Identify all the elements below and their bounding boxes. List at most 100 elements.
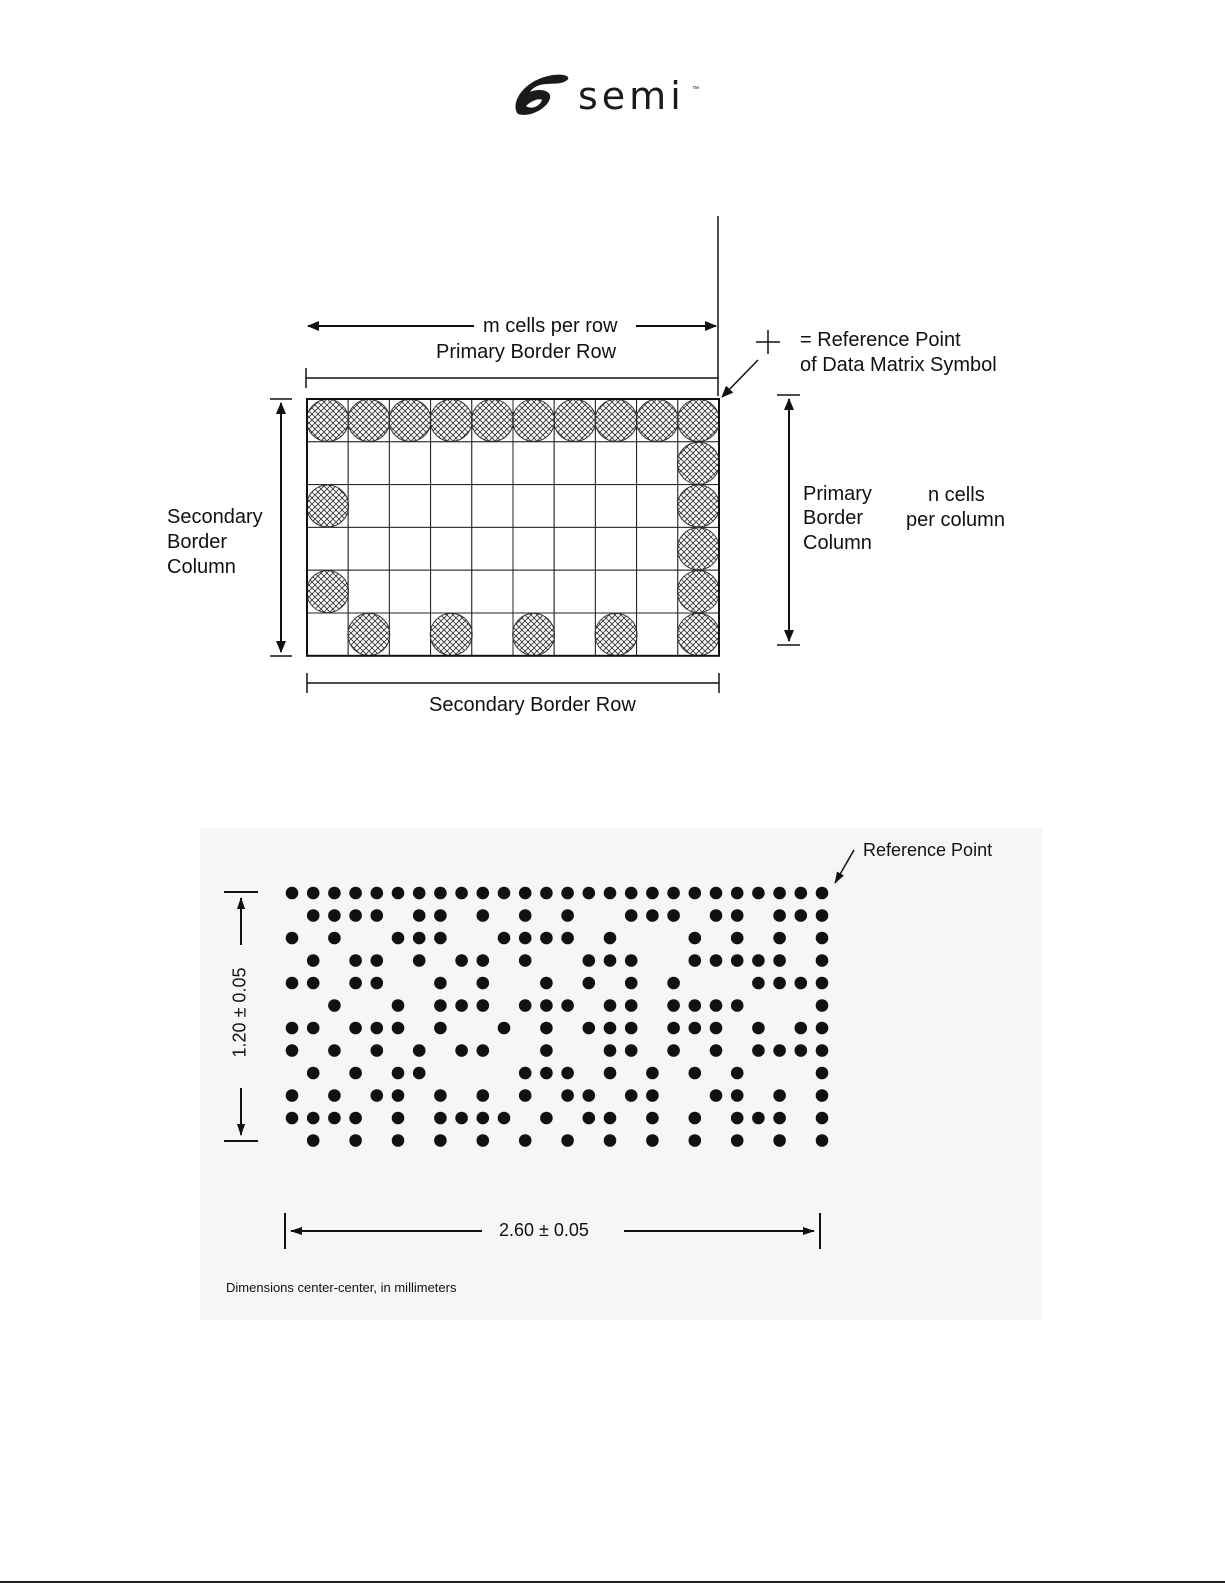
matrix-cell bbox=[595, 485, 636, 528]
peen-dot bbox=[328, 909, 341, 922]
peen-dot bbox=[477, 954, 490, 967]
matrix-cell bbox=[595, 570, 636, 613]
peen-dot bbox=[286, 932, 299, 945]
peen-dot bbox=[519, 887, 532, 900]
peen-dot bbox=[795, 887, 808, 900]
figure1-diagram bbox=[0, 0, 1225, 760]
matrix-cell bbox=[513, 485, 554, 528]
border-module-dot bbox=[389, 399, 431, 441]
peen-dot bbox=[561, 999, 574, 1012]
peen-dot bbox=[752, 977, 765, 990]
peen-dot bbox=[455, 999, 468, 1012]
peen-dot bbox=[816, 977, 829, 990]
peen-dot bbox=[307, 1022, 320, 1035]
peen-dot bbox=[583, 887, 596, 900]
peen-dot bbox=[710, 999, 723, 1012]
peen-dot bbox=[540, 977, 553, 990]
secondary-border-row-label: Secondary Border Row bbox=[429, 693, 636, 718]
primary-border-column-label-2: Border bbox=[803, 506, 863, 531]
dot-matrix bbox=[286, 887, 829, 1147]
peen-dot bbox=[413, 909, 426, 922]
peen-dot bbox=[710, 1044, 723, 1057]
peen-dot bbox=[371, 1022, 384, 1035]
peen-dot bbox=[349, 1067, 362, 1080]
peen-dot bbox=[689, 1067, 702, 1080]
peen-dot bbox=[625, 977, 638, 990]
matrix-cell bbox=[513, 527, 554, 570]
peen-dot bbox=[583, 1112, 596, 1125]
peen-dot bbox=[349, 909, 362, 922]
border-module-dot bbox=[554, 399, 596, 441]
peen-dot bbox=[667, 909, 680, 922]
peen-dot bbox=[816, 1134, 829, 1147]
peen-dot bbox=[773, 1112, 786, 1125]
peen-dot bbox=[816, 999, 829, 1012]
peen-dot bbox=[646, 1067, 659, 1080]
peen-dot bbox=[710, 887, 723, 900]
peen-dot bbox=[667, 1044, 680, 1057]
peen-dot bbox=[286, 1089, 299, 1102]
peen-dot bbox=[561, 909, 574, 922]
peen-dot bbox=[477, 999, 490, 1012]
peen-dot bbox=[646, 909, 659, 922]
peen-dot bbox=[689, 887, 702, 900]
matrix-cell bbox=[637, 570, 678, 613]
peen-dot bbox=[434, 1089, 447, 1102]
peen-dot bbox=[540, 999, 553, 1012]
peen-dot bbox=[307, 1134, 320, 1147]
peen-dot bbox=[477, 1044, 490, 1057]
peen-dot bbox=[710, 954, 723, 967]
peen-dot bbox=[667, 999, 680, 1012]
peen-dot bbox=[434, 1022, 447, 1035]
peen-dot bbox=[773, 1134, 786, 1147]
peen-dot bbox=[328, 932, 341, 945]
peen-dot bbox=[752, 954, 765, 967]
peen-dot bbox=[646, 1112, 659, 1125]
matrix-cell bbox=[554, 570, 595, 613]
peen-dot bbox=[371, 954, 384, 967]
peen-dot bbox=[604, 932, 617, 945]
border-module-dot bbox=[677, 485, 719, 527]
peen-dot bbox=[625, 887, 638, 900]
matrix-cell bbox=[389, 442, 430, 485]
matrix-cell bbox=[431, 442, 472, 485]
peen-dot bbox=[731, 887, 744, 900]
border-module-dot bbox=[471, 399, 513, 441]
peen-dot bbox=[625, 954, 638, 967]
matrix-cell bbox=[554, 527, 595, 570]
peen-dot bbox=[816, 954, 829, 967]
peen-dot bbox=[667, 977, 680, 990]
matrix-cell bbox=[637, 613, 678, 656]
peen-dot bbox=[413, 887, 426, 900]
peen-dot bbox=[540, 887, 553, 900]
border-module-dot bbox=[513, 399, 555, 441]
secondary-border-column-label-3: Column bbox=[167, 555, 236, 580]
peen-dot bbox=[434, 1112, 447, 1125]
peen-dot bbox=[604, 1067, 617, 1080]
secondary-border-column-label-2: Border bbox=[167, 530, 227, 555]
width-dimension-label: 2.60 ± 0.05 bbox=[499, 1218, 589, 1243]
peen-dot bbox=[498, 1022, 511, 1035]
border-module-dot bbox=[513, 613, 555, 655]
border-module-dot bbox=[307, 571, 349, 613]
peen-dot bbox=[349, 1022, 362, 1035]
peen-dot bbox=[731, 1089, 744, 1102]
peen-dot bbox=[307, 1112, 320, 1125]
matrix-cell bbox=[513, 570, 554, 613]
primary-border-column-label-3: Column bbox=[803, 531, 872, 556]
m-cells-label: m cells per row bbox=[483, 314, 617, 339]
peen-dot bbox=[328, 999, 341, 1012]
peen-dot bbox=[413, 1044, 426, 1057]
peen-dot bbox=[349, 887, 362, 900]
peen-dot bbox=[710, 1022, 723, 1035]
peen-dot bbox=[519, 1067, 532, 1080]
matrix-cell bbox=[431, 527, 472, 570]
border-module-dot bbox=[595, 613, 637, 655]
peen-dot bbox=[816, 1067, 829, 1080]
peen-dot bbox=[752, 1044, 765, 1057]
peen-dot bbox=[519, 1134, 532, 1147]
peen-dot bbox=[328, 1044, 341, 1057]
peen-dot bbox=[667, 887, 680, 900]
peen-dot bbox=[434, 1134, 447, 1147]
peen-dot bbox=[307, 887, 320, 900]
